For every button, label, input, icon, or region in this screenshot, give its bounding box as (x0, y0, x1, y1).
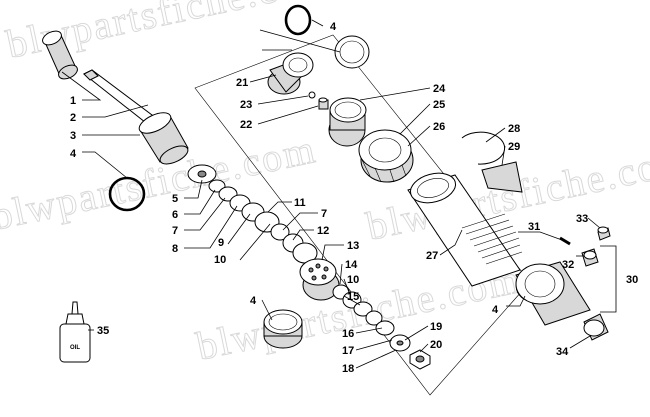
lower-shim-stack-part (332, 284, 411, 352)
callout-1: 1 (70, 95, 76, 107)
callout-14: 14 (345, 259, 358, 271)
callout-32: 32 (562, 259, 574, 271)
callout-8: 8 (172, 243, 178, 255)
callout-26: 26 (433, 121, 445, 133)
callout-35: 35 (97, 325, 109, 337)
nut-part (409, 349, 431, 370)
eyelet-bushing-part (42, 30, 78, 80)
callout-2: 2 (70, 112, 76, 124)
callout-5: 5 (172, 193, 178, 205)
reservoir-cap-part (267, 52, 314, 95)
shock-body-part (407, 172, 523, 287)
callout-7: 7 (172, 225, 178, 237)
callout-10: 10 (214, 254, 226, 266)
callout-34: 34 (556, 346, 569, 358)
shaft-end-cap-part (138, 112, 189, 165)
oil-bottle-label: OIL (70, 345, 80, 351)
callout-4: 4 (250, 295, 257, 307)
lower-shock-body-part (515, 261, 591, 326)
callout-31: 31 (528, 221, 540, 233)
callout-12: 12 (317, 225, 329, 237)
retainer-clip-part (481, 161, 523, 193)
callout-30: 30 (626, 274, 638, 286)
callout-20: 20 (430, 339, 442, 351)
callout-33: 33 (576, 213, 588, 225)
callout-18: 18 (342, 363, 354, 375)
spring-adjuster-collar-part (358, 129, 414, 183)
callout-15: 15 (347, 291, 359, 303)
callout-16: 16 (342, 328, 354, 340)
callout-7: 7 (321, 208, 327, 220)
callout-19: 19 (430, 321, 442, 333)
callout-4: 4 (330, 21, 337, 33)
callout-29: 29 (508, 141, 520, 153)
callout-4: 4 (492, 304, 499, 316)
callout-22: 22 (240, 119, 252, 131)
pin-part (559, 236, 571, 246)
oil-bottle-part: OIL (59, 301, 91, 363)
leader-lines (61, 19, 617, 369)
callout-10: 10 (347, 274, 359, 286)
bearing-sleeve-part (263, 309, 303, 349)
collar-bushing-part (328, 97, 367, 147)
callout-labels: 1 2 3 4 5 6 7 8 9 10 11 7 12 13 14 10 15… (70, 21, 638, 375)
callout-25: 25 (433, 99, 445, 111)
callout-24: 24 (433, 83, 446, 95)
adjuster-valve-part (581, 248, 599, 267)
callout-4: 4 (70, 148, 77, 160)
callout-3: 3 (70, 130, 76, 142)
top-sleeve-part (334, 35, 370, 69)
callout-28: 28 (508, 123, 520, 135)
snap-ring-part (461, 131, 506, 165)
callout-6: 6 (172, 209, 178, 221)
bolt-part (597, 226, 611, 241)
callout-9: 9 (218, 237, 224, 249)
callout-13: 13 (347, 240, 359, 252)
callout-23: 23 (240, 99, 252, 111)
lower-bushing-part (583, 313, 609, 341)
callout-27: 27 (426, 250, 438, 262)
valve-core-part (318, 97, 329, 110)
callout-11: 11 (294, 197, 306, 209)
o-ring-part (284, 4, 312, 36)
callout-17: 17 (342, 345, 354, 357)
callout-21: 21 (236, 77, 248, 89)
piston-part (299, 258, 340, 301)
valve-ball-part (308, 91, 316, 99)
